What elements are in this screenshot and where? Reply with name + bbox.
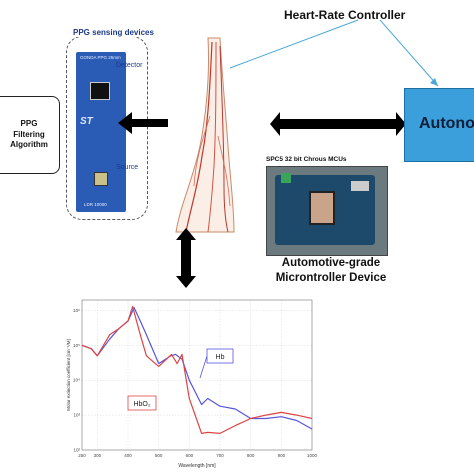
y-tick-label: 10⁵: [73, 343, 80, 348]
mcu-board-terminal: [281, 173, 291, 183]
chart-grid: [81, 300, 313, 451]
ppg-filter-line1: PPG: [20, 118, 38, 128]
sensor-chip-id: LDR 10000: [84, 202, 107, 207]
arm-vessel-1: [185, 41, 213, 233]
hb-series-line: [81, 307, 313, 430]
source-led: [94, 172, 108, 186]
mcu-board-connector: [351, 181, 369, 191]
mcu-title-line2: Microntroller Device: [275, 271, 387, 284]
ppg-sensing-title: PPG sensing devices: [72, 28, 155, 37]
bidirectional-arrow-vertical: [176, 228, 196, 288]
mcu-caption: SPC5 32 bit Chrous MCUs: [266, 156, 347, 163]
y-axis-label: Molar extinction coefficient [cm⁻¹/M]: [66, 339, 71, 411]
ppg-filtering-box: PPG Filtering Algorithm: [0, 96, 60, 174]
x-tick-labels: 250 300 400 500 600 700 800 900 1000: [78, 453, 317, 458]
left-arrow: [118, 112, 168, 134]
autonomous-label: Autono: [419, 115, 474, 132]
y-tick-label: 10⁴: [73, 378, 80, 383]
ppg-filter-line2: Filtering: [13, 129, 45, 139]
sensor-board-label: GONDA PPG 25mm: [80, 55, 121, 60]
ppg-sensor-board: GONDA PPG 25mm ST LDR 10000: [76, 52, 126, 212]
hbo2-series-line: [81, 305, 313, 434]
arm-vessel-3: [219, 45, 229, 233]
y-tick-label: 10²: [73, 448, 80, 453]
detector-label: Detector: [116, 62, 143, 69]
source-label: Source: [116, 164, 139, 171]
arm-illustration: [175, 37, 235, 233]
arm-vessel-5: [217, 135, 231, 207]
x-tick-label: 400: [124, 453, 132, 458]
x-tick-label: 800: [247, 453, 255, 458]
x-tick-label: 250: [78, 453, 86, 458]
bidirectional-arrow-horizontal: [270, 112, 406, 136]
series-layer: [81, 305, 313, 434]
detector-chip: [90, 82, 110, 100]
controller-pointer-arrowhead: [430, 78, 438, 86]
sensing-pointer-line: [229, 19, 359, 69]
mcu-title-line1: Automotive-grade: [281, 257, 381, 269]
chart-plot-frame: [81, 299, 313, 451]
x-tick-label: 900: [278, 453, 286, 458]
ppg-filter-line3: Algorithm: [10, 140, 48, 150]
st-logo: ST: [80, 116, 93, 127]
x-tick-label: 300: [94, 453, 102, 458]
x-tick-label: 500: [155, 453, 163, 458]
controller-pointer-line: [379, 19, 439, 87]
hb-legend-pointer: [199, 355, 208, 379]
autonomous-block: Autono: [404, 88, 474, 162]
x-tick-label: 600: [186, 453, 194, 458]
y-tick-label: 10⁶: [73, 308, 80, 313]
arm-vessel-2: [207, 41, 217, 233]
hb-legend-label: Hb: [216, 354, 225, 361]
mcu-title: Automotive-grade Microntroller Device: [260, 256, 402, 286]
x-tick-label: 700: [216, 453, 224, 458]
y-tick-labels: 10² 10³ 10⁴ 10⁵ 10⁶: [73, 308, 80, 453]
x-tick-label: 1000: [307, 453, 318, 458]
hbo2-legend-box: [127, 395, 157, 411]
arm-vessel-4: [193, 115, 211, 187]
y-tick-label: 10³: [73, 413, 80, 418]
x-axis-label: Wavelength [nm]: [178, 463, 216, 469]
heart-rate-controller-title: Heart-Rate Controller: [284, 8, 406, 22]
mcu-board-photo: [266, 166, 388, 256]
mcu-board-screen: [309, 191, 335, 225]
hbo2-legend-label: HbO₂: [133, 401, 150, 408]
